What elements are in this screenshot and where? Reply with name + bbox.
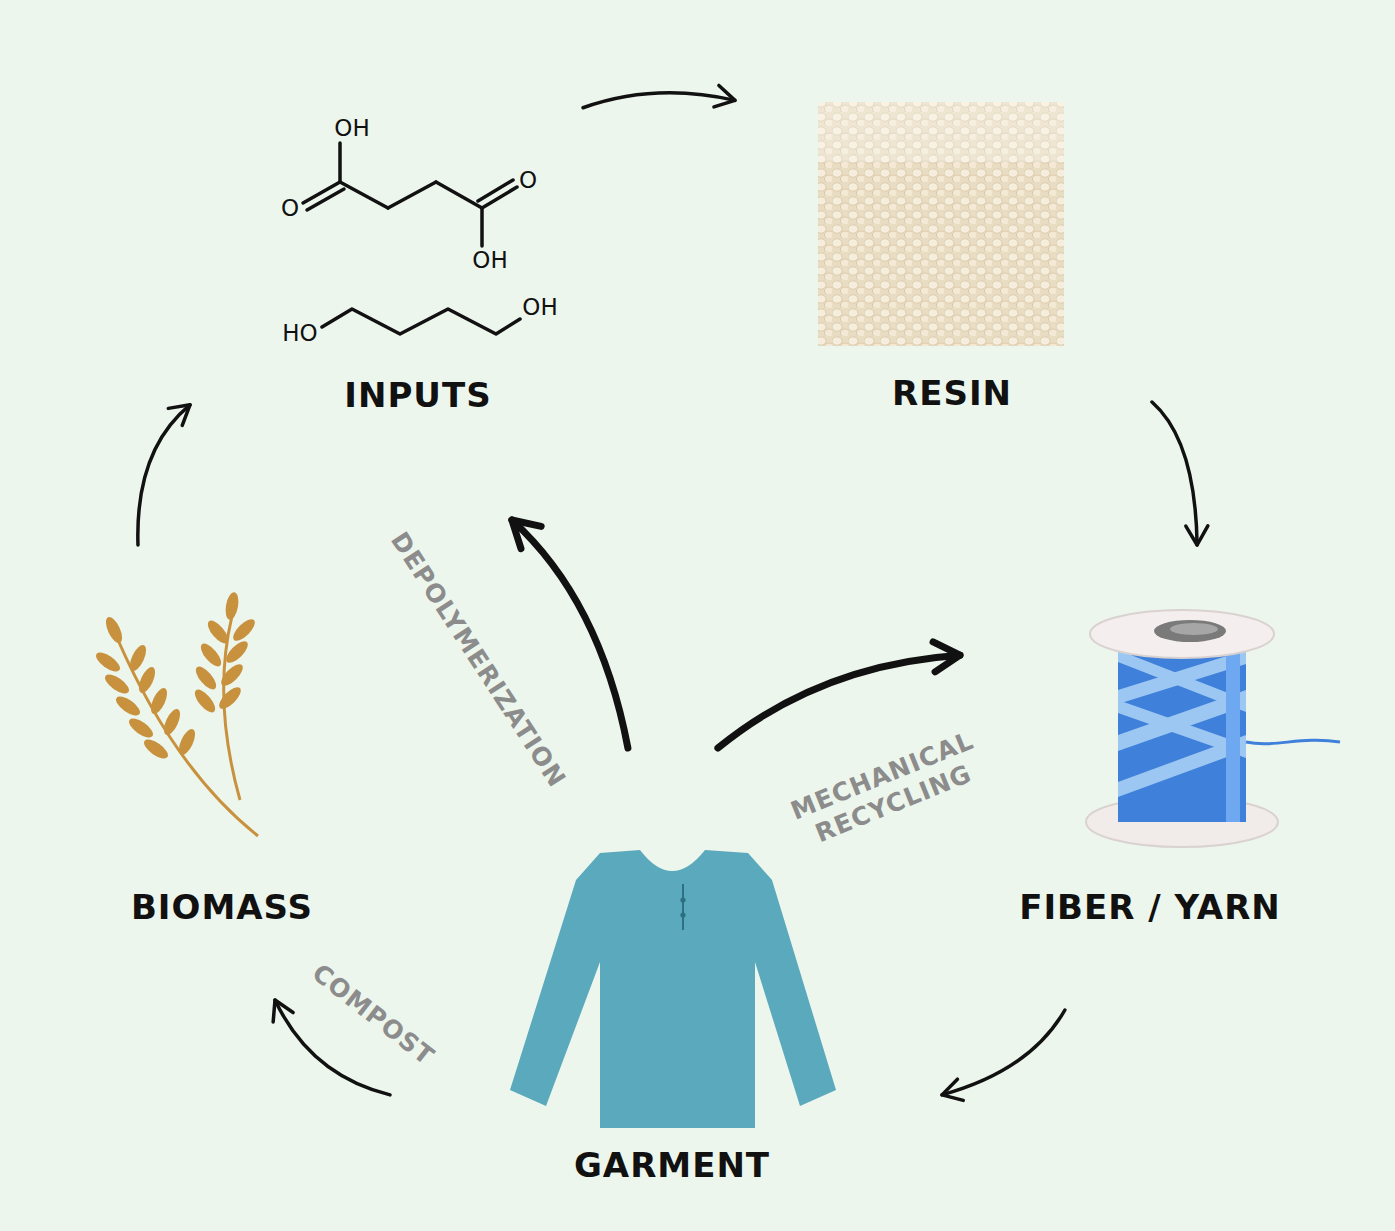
arrow-head xyxy=(933,642,960,672)
atom-label: O xyxy=(250,194,330,222)
atom-label: OH xyxy=(312,114,392,142)
wheat-grain xyxy=(223,638,251,666)
garment-icon xyxy=(510,850,836,1128)
photo-highlight xyxy=(818,102,1064,162)
stage-node: RESIN xyxy=(735,80,1152,420)
bond-line xyxy=(478,180,513,201)
cycle-arrow xyxy=(942,1010,1065,1100)
arrow-curve xyxy=(718,655,960,748)
bond-line xyxy=(482,187,517,208)
edge-label: MECHANICAL RECYCLING xyxy=(770,719,1006,861)
thread-highlight xyxy=(1226,632,1240,822)
bond-line xyxy=(307,189,344,210)
cycle-arrow xyxy=(718,642,960,748)
shirt-button xyxy=(680,897,685,902)
wheat-grain xyxy=(224,591,241,621)
stage-node: FIBER / YARN xyxy=(960,545,1340,1010)
arrow-curve xyxy=(138,405,190,545)
wheat-stem xyxy=(224,616,240,800)
spool-top-disc xyxy=(1090,610,1274,658)
stage-label: FIBER / YARN xyxy=(930,887,1370,927)
edge-label: COMPOST xyxy=(306,958,440,1072)
bond-line xyxy=(436,182,482,208)
arrow-head xyxy=(168,405,190,426)
wheat-stem xyxy=(118,640,258,836)
atom-label: OH xyxy=(500,293,580,321)
stage-label: GARMENT xyxy=(452,1145,892,1185)
wheat-grain xyxy=(126,715,156,741)
bond-chain xyxy=(322,309,520,334)
stage-label: INPUTS xyxy=(198,375,638,415)
atom-label: OH xyxy=(450,246,530,274)
wheat-grain xyxy=(230,616,258,644)
arrow-head xyxy=(714,85,735,106)
wheat-grain xyxy=(218,661,246,689)
wheat-grain xyxy=(102,671,132,697)
loose-thread xyxy=(1246,740,1340,743)
wheat-grain xyxy=(136,665,159,695)
shirt-button xyxy=(680,912,685,917)
arrow-head xyxy=(1186,526,1208,545)
arrow-curve xyxy=(942,1010,1065,1095)
arrow-head xyxy=(273,1000,293,1022)
wheat-grain xyxy=(148,686,171,716)
arrow-head xyxy=(942,1079,963,1100)
bond-line xyxy=(388,182,436,208)
arrow-curve xyxy=(583,93,735,108)
yarn-spool-icon xyxy=(1086,610,1340,847)
bond-line xyxy=(340,182,388,208)
spool-hub xyxy=(1154,620,1226,642)
wheat-grain xyxy=(103,615,126,645)
stage-node: BIOMASS xyxy=(80,545,340,1000)
bond-line xyxy=(338,143,342,182)
arrow-curve xyxy=(1152,402,1197,545)
wheat-icon xyxy=(93,591,258,836)
shirt-shape xyxy=(510,850,836,1128)
bond-line xyxy=(480,208,484,246)
cycle-arrow xyxy=(583,85,735,107)
edge-label: DEPOLYMERIZATION xyxy=(384,527,572,793)
atom-label: O xyxy=(488,166,568,194)
cycle-arrow xyxy=(1152,402,1208,545)
wheat-grain xyxy=(141,736,171,762)
wheat-grain xyxy=(192,663,219,692)
wheat-grain xyxy=(93,649,123,675)
succinic-acid-structure xyxy=(303,143,517,246)
wheat-grain xyxy=(197,640,224,669)
wheat-grain xyxy=(191,686,218,715)
cycle-arrow xyxy=(138,405,190,545)
spool-thread-body xyxy=(1118,632,1246,822)
wheat-grain xyxy=(161,707,184,737)
stage-label: RESIN xyxy=(732,373,1172,413)
shirt-placket xyxy=(682,884,684,930)
wheat-grain xyxy=(216,684,244,712)
arrow-head xyxy=(512,520,541,549)
stage-label: BIOMASS xyxy=(2,887,442,927)
atom-label: HO xyxy=(260,319,340,347)
wheat-grain xyxy=(113,693,143,719)
wheat-grain xyxy=(176,727,199,757)
wheat-grain xyxy=(204,617,231,646)
resin-pellets-photo xyxy=(818,102,1064,346)
spool-hub-inner xyxy=(1170,623,1218,635)
wheat-grain xyxy=(127,643,150,673)
butanediol-structure xyxy=(322,309,520,334)
